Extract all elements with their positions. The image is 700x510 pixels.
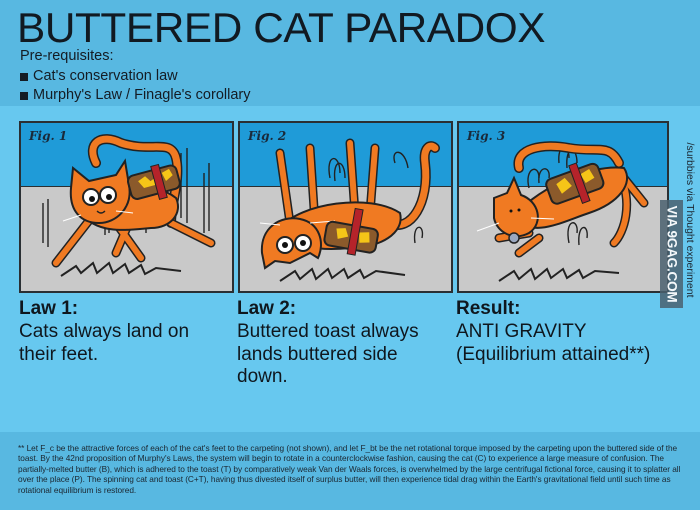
comic-panel-fig-1: Fig. 1 — [19, 121, 234, 293]
page-title: BUTTERED CAT PARADOX — [17, 4, 546, 51]
9gag-watermark: VIA 9GAG.COM — [660, 200, 683, 308]
result-caption: Result: ANTI GRAVITY (Equilibrium attain… — [456, 297, 686, 366]
footer-band — [0, 432, 700, 510]
header-band — [0, 0, 700, 106]
law-1-caption: Law 1: Cats always land on their feet. — [19, 297, 229, 366]
prerequisites-label: Pre-requisites: — [20, 48, 114, 64]
footnote: ** Let F_c be the attractive forces of e… — [18, 443, 681, 495]
law-title: Law 2: — [237, 298, 297, 319]
law-title: Law 1: — [19, 298, 79, 319]
prerequisites-list: Cat's conservation law Murphy's Law / Fi… — [20, 67, 250, 105]
law-text: Buttered toast always lands buttered sid… — [237, 321, 419, 387]
result-title: Result: — [456, 298, 521, 319]
law-2-caption: Law 2: Buttered toast always lands butte… — [237, 297, 447, 389]
cat-upside-down-illustration — [259, 138, 440, 282]
figure-label: Fig. 3 — [467, 129, 506, 143]
figure-label: Fig. 2 — [248, 129, 287, 143]
square-bullet-icon — [20, 72, 28, 81]
result-line-2: (Equilibrium attained**) — [456, 343, 651, 365]
cat-falling-feet-down-illustration — [42, 134, 216, 277]
comic-panel-fig-3: Fig. 3 — [457, 121, 669, 293]
figure-label: Fig. 1 — [29, 129, 68, 143]
square-bullet-icon — [20, 91, 28, 100]
prerequisite-item: Cat's conservation law — [20, 67, 250, 86]
cat-spinning-antigravity-illustration — [476, 141, 649, 282]
result-line-1: ANTI GRAVITY — [456, 321, 587, 342]
law-text: Cats always land on their feet. — [19, 321, 190, 365]
prerequisite-item: Murphy's Law / Finagle's corollary — [20, 86, 250, 105]
credit-text: /surbbies via Thought experiment — [684, 142, 696, 298]
comic-panel-fig-2: Fig. 2 — [238, 121, 453, 293]
